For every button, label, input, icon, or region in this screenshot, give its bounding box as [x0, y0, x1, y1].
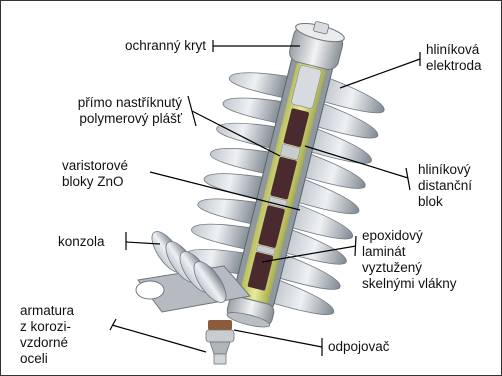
- label-zno-varistors: varistorové bloky ZnO: [62, 158, 154, 190]
- label-polymer-coating: přímo nastříknutý polymerový plášť: [54, 95, 182, 127]
- label-bracket: konzola: [58, 234, 128, 250]
- label-disconnector: odpojovač: [328, 339, 418, 355]
- label-stainless-fitting: armatura z korozi- vzdorné oceli: [20, 303, 112, 367]
- label-protective-cap: ochranný kryt: [106, 38, 206, 54]
- label-aluminium-spacer: hliníkový distanční blok: [418, 162, 498, 210]
- label-epoxy-laminate: epoxidový laminát vyztužený skelnými vlá…: [362, 228, 498, 292]
- disconnector-assembly: [206, 320, 234, 364]
- label-aluminium-electrode: hliníková elektroda: [426, 42, 500, 74]
